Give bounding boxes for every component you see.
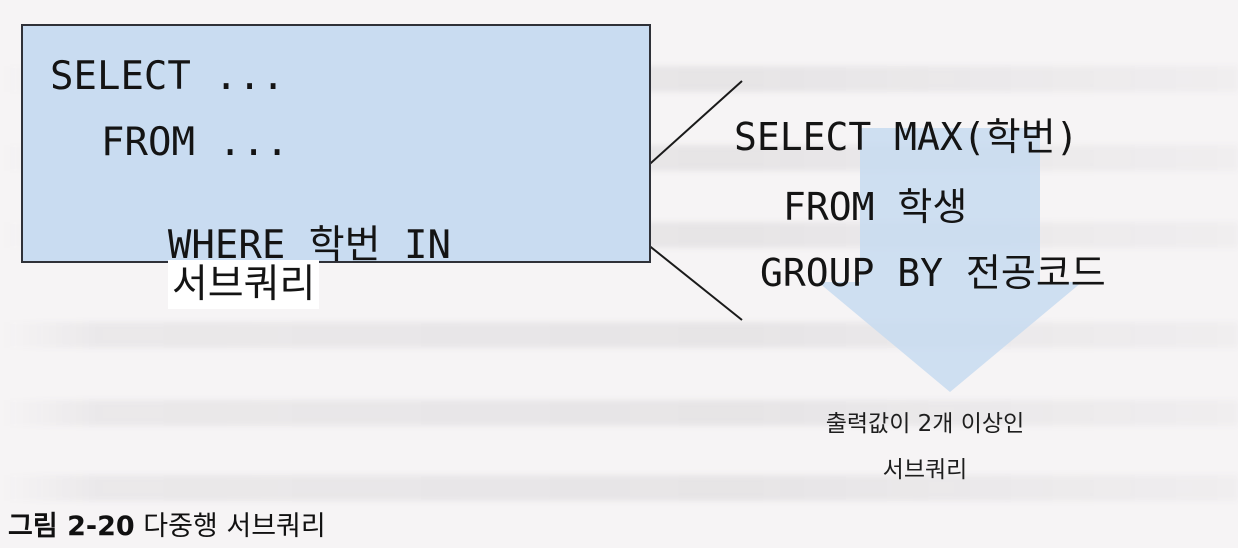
figure-number: 그림 2-20 (8, 511, 135, 542)
main-from-line: FROM ... (101, 120, 289, 165)
bleed-through-line-5 (0, 400, 1238, 426)
where-prefix: WHERE 학번 IN (167, 223, 452, 268)
down-arrow-shape (818, 128, 1082, 392)
subquery-group-line: GROUP BY 전공코드 (760, 251, 1106, 295)
result-note-line2: 서브쿼리 (882, 457, 968, 483)
main-select-line: SELECT ... (50, 54, 285, 99)
main-query-box: SELECT ... FROM ... WHERE 학번 IN 서브쿼리 (21, 24, 651, 309)
main-where-line: WHERE 학번 IN 서브쿼리 (74, 187, 451, 343)
subquery-select-line: SELECT MAX(학번) (734, 115, 1079, 159)
subquery-from-line: FROM 학생 (783, 185, 968, 229)
result-note-line1: 출력값이 2개 이상인 (825, 411, 1025, 437)
subquery-highlight: 서브쿼리 (167, 260, 320, 309)
bleed-through-line-4 (0, 322, 1238, 348)
figure-caption: 그림 2-20 다중행 서브쿼리 (8, 504, 326, 543)
figure-title: 다중행 서브쿼리 (143, 511, 326, 542)
bleed-through-line-6 (0, 475, 1238, 501)
